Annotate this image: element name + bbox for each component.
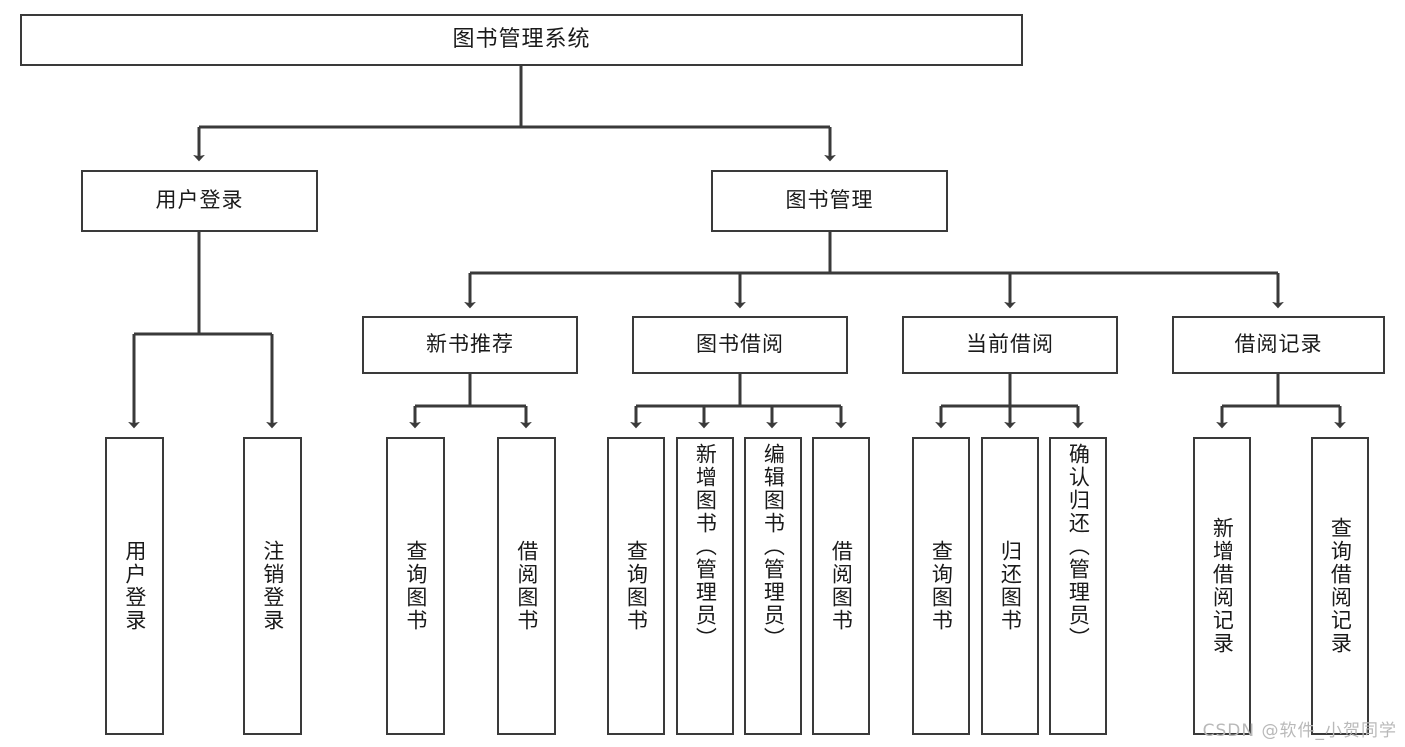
leaf-text-wrap: 归还图书 [998, 439, 1023, 733]
node-label: 注销登录 [260, 540, 285, 632]
node-label: 用户登录 [122, 540, 147, 632]
node-label: 图书借阅 [696, 332, 784, 357]
node-label: 新增图书（管理员） [693, 443, 718, 650]
leaf-book-borrow-query-book[interactable]: 查询图书 [607, 437, 665, 735]
leaf-text-wrap: 编辑图书（管理员） [761, 439, 786, 737]
leaf-book-borrow-borrow-book[interactable]: 借阅图书 [812, 437, 870, 735]
leaf-book-borrow-edit-book[interactable]: 编辑图书（管理员） [744, 437, 802, 735]
leaf-text-wrap: 用户登录 [122, 439, 147, 733]
node-label: 用户登录 [155, 188, 244, 213]
node-user-login[interactable]: 用户登录 [81, 170, 318, 232]
leaf-new-book-borrow-book[interactable]: 借阅图书 [497, 437, 556, 735]
node-book-borrow[interactable]: 图书借阅 [632, 316, 848, 374]
node-label: 查询借阅记录 [1328, 517, 1353, 655]
node-label: 借阅图书 [514, 540, 539, 632]
leaf-user-login-login[interactable]: 用户登录 [105, 437, 164, 735]
leaf-borrow-record-add-record[interactable]: 新增借阅记录 [1193, 437, 1251, 735]
leaf-text-wrap: 确认归还（管理员） [1066, 439, 1091, 737]
leaf-new-book-query-book[interactable]: 查询图书 [386, 437, 445, 735]
node-label: 确认归还（管理员） [1066, 443, 1091, 650]
node-label: 借阅图书 [829, 540, 854, 632]
node-borrow-record[interactable]: 借阅记录 [1172, 316, 1385, 374]
leaf-text-wrap: 新增借阅记录 [1210, 439, 1235, 733]
watermark-text: CSDN @软件_小贺同学 [1202, 721, 1397, 741]
leaf-current-borrow-query-book[interactable]: 查询图书 [912, 437, 970, 735]
leaf-text-wrap: 查询图书 [403, 439, 428, 733]
leaf-current-borrow-return-book[interactable]: 归还图书 [981, 437, 1039, 735]
leaf-text-wrap: 新增图书（管理员） [693, 439, 718, 737]
leaf-text-wrap: 借阅图书 [514, 439, 539, 733]
node-label: 查询图书 [929, 540, 954, 632]
node-new-book-recommend[interactable]: 新书推荐 [362, 316, 578, 374]
leaf-text-wrap: 查询借阅记录 [1328, 439, 1353, 733]
node-label: 查询图书 [403, 540, 428, 632]
leaf-borrow-record-query-record[interactable]: 查询借阅记录 [1311, 437, 1369, 735]
node-label: 新书推荐 [426, 332, 514, 357]
node-root-book-management-system[interactable]: 图书管理系统 [20, 14, 1023, 66]
leaf-current-borrow-confirm-return[interactable]: 确认归还（管理员） [1049, 437, 1107, 735]
leaf-text-wrap: 借阅图书 [829, 439, 854, 733]
leaf-user-login-logout[interactable]: 注销登录 [243, 437, 302, 735]
leaf-text-wrap: 注销登录 [260, 439, 285, 733]
leaf-text-wrap: 查询图书 [624, 439, 649, 733]
node-label: 图书管理 [785, 188, 874, 213]
node-label: 查询图书 [624, 540, 649, 632]
node-label: 编辑图书（管理员） [761, 443, 786, 650]
node-book-management[interactable]: 图书管理 [711, 170, 948, 232]
node-label: 新增借阅记录 [1210, 517, 1235, 655]
node-label: 当前借阅 [966, 332, 1054, 357]
leaf-book-borrow-add-book[interactable]: 新增图书（管理员） [676, 437, 734, 735]
node-label: 图书管理系统 [452, 26, 591, 52]
node-current-borrow[interactable]: 当前借阅 [902, 316, 1118, 374]
leaf-text-wrap: 查询图书 [929, 439, 954, 733]
node-label: 归还图书 [998, 540, 1023, 632]
node-label: 借阅记录 [1234, 332, 1323, 357]
